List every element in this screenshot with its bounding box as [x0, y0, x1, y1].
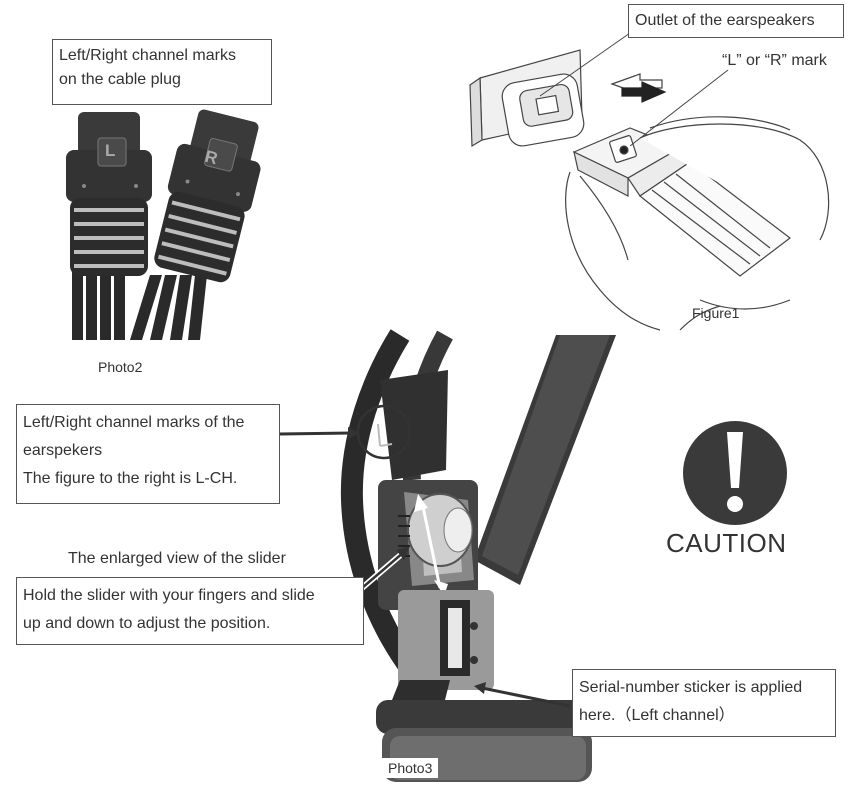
- caution-exclamation-icon: [683, 421, 787, 525]
- serial-sticker-callout: Serial-number sticker is applied here.（L…: [572, 669, 836, 737]
- plug-marks-line-2: on the cable plug: [59, 71, 181, 88]
- caution-label: CAUTION: [666, 528, 787, 558]
- earspeaker-marks-line-2: earspekers: [23, 442, 103, 459]
- earspeaker-marks-line-3: The figure to the right is L-CH.: [23, 470, 238, 487]
- figure1-caption: Figure1: [692, 305, 740, 321]
- slider-instructions-line-1: Hold the slider with your fingers and sl…: [23, 587, 315, 604]
- photo2-caption: Photo2: [98, 359, 143, 375]
- serial-sticker-line-1: Serial-number sticker is applied: [579, 679, 803, 696]
- outlet-text: Outlet of the earspeakers: [635, 12, 815, 29]
- slider-instructions-line-2: up and down to adjust the position.: [23, 615, 271, 632]
- slider-instructions-callout: Hold the slider with your fingers and sl…: [16, 577, 364, 645]
- earspeaker-marks-callout: Left/Right channel marks of the earspeke…: [16, 404, 280, 504]
- plug-left-mark: L: [105, 141, 116, 160]
- plug-marks-callout: Left/Right channel marks on the cable pl…: [52, 39, 272, 105]
- photo3-caption: Photo3: [382, 758, 439, 778]
- slider-view-heading: The enlarged view of the slider: [68, 550, 286, 567]
- lr-mark-label: “L” or “R” mark: [722, 52, 827, 69]
- serial-sticker-line-2: here.（Left channel）: [579, 707, 735, 724]
- outlet-callout: Outlet of the earspeakers: [628, 4, 844, 38]
- plug-marks-line-1: Left/Right channel marks: [59, 47, 236, 64]
- earspeaker-marks-line-1: Left/Right channel marks of the: [23, 414, 245, 431]
